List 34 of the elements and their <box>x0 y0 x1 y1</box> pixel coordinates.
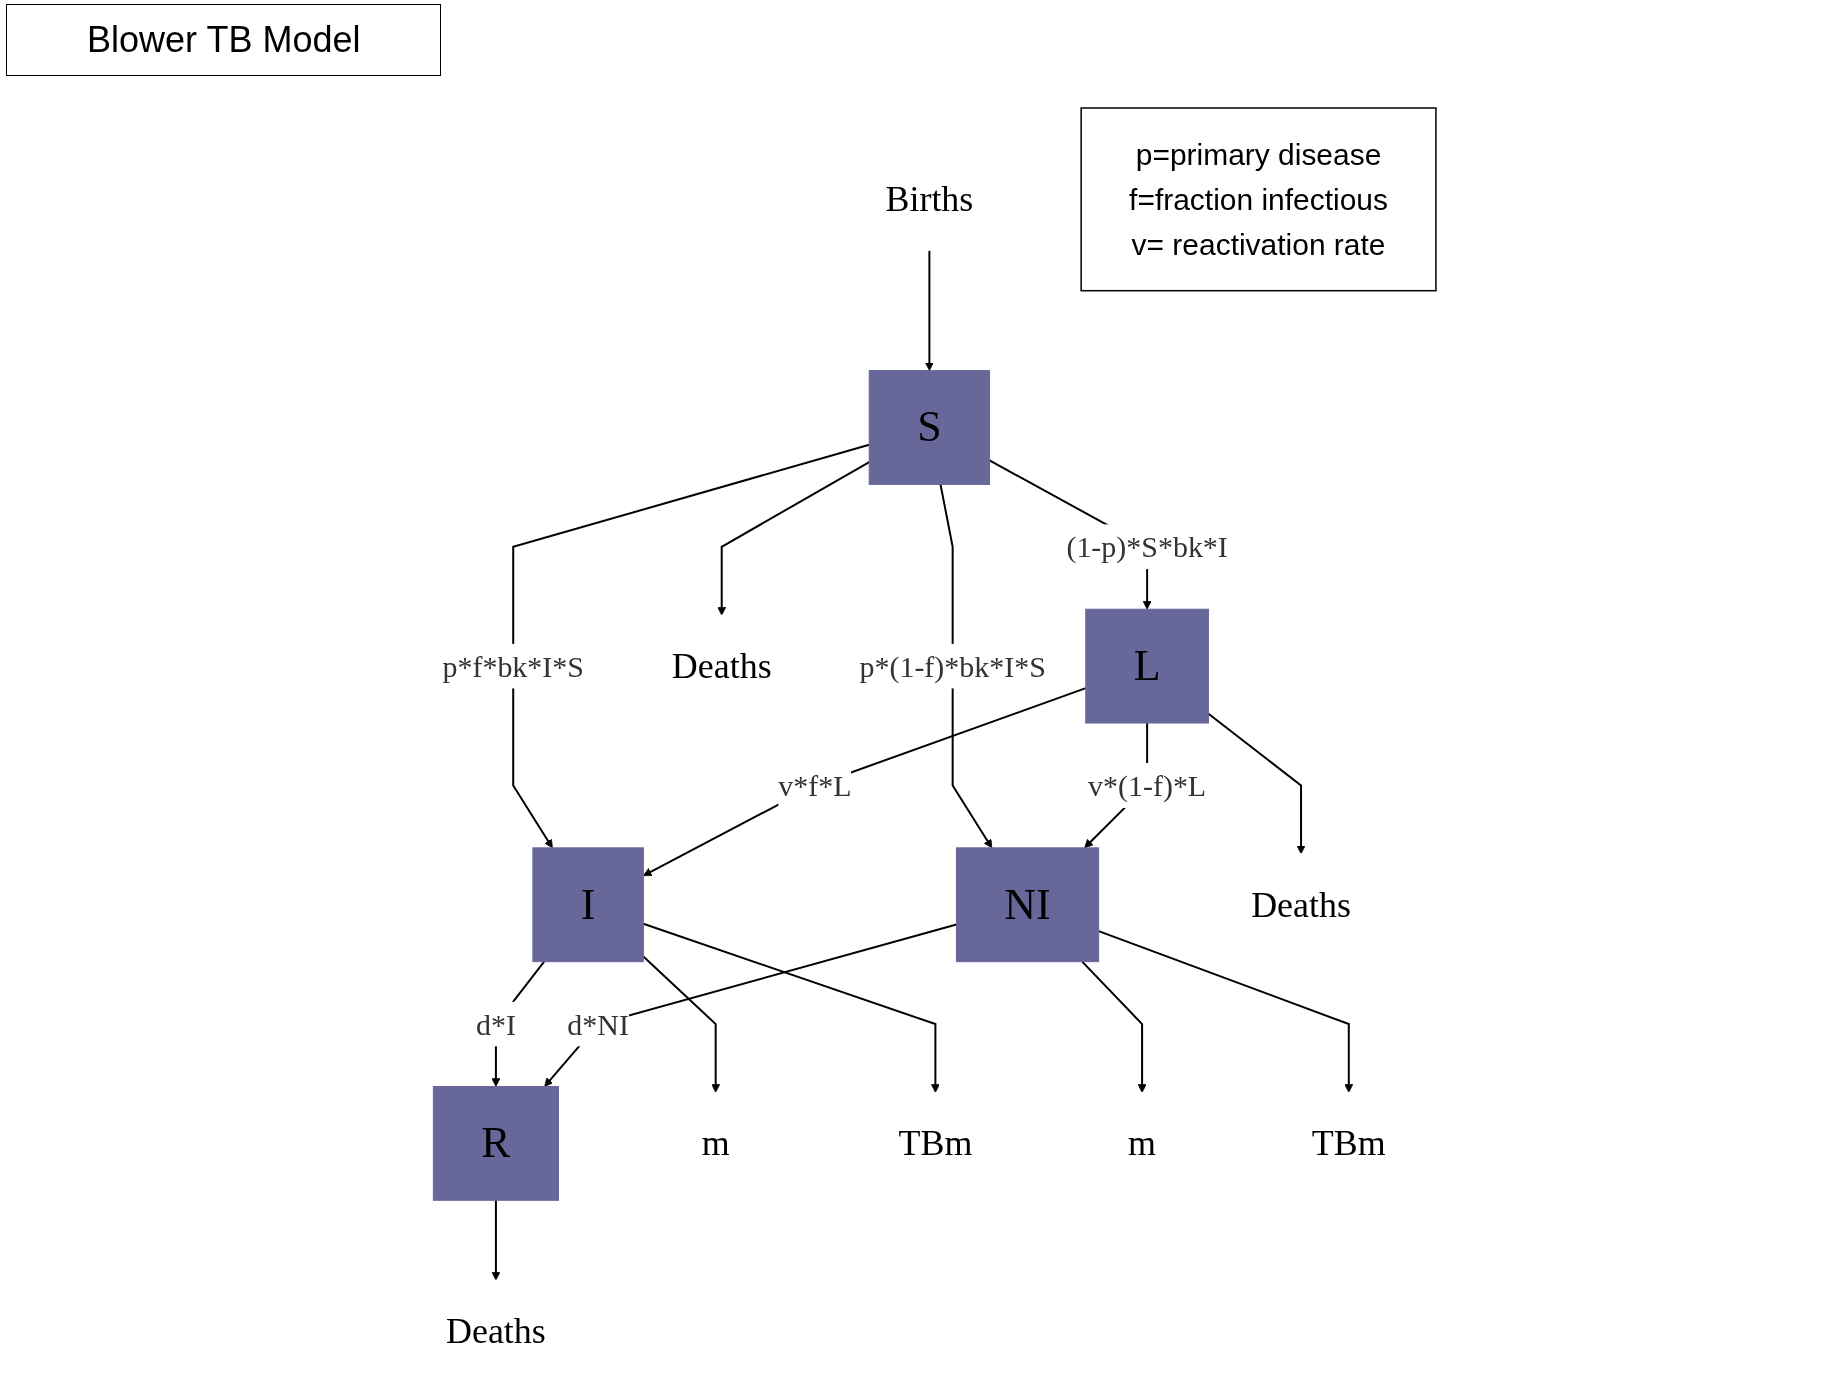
node-text: Deaths <box>1251 884 1351 925</box>
edge-label: p*f*bk*I*S <box>442 649 584 683</box>
node-box: NI <box>955 847 1100 963</box>
edge-label: d*I <box>475 1007 516 1041</box>
arrow <box>512 443 871 849</box>
arrow <box>642 955 721 1093</box>
node-box: p=primary disease f=fraction infectious v= reactivation rate <box>1080 107 1437 292</box>
node-text: Deaths <box>446 1311 546 1352</box>
node-box: R <box>432 1085 559 1201</box>
node-box: I <box>532 847 644 963</box>
arrow <box>717 461 871 616</box>
title-box: Blower TB Model <box>6 4 442 76</box>
arrow <box>642 922 940 1093</box>
node-box: L <box>1085 608 1209 724</box>
arrow <box>642 687 1087 877</box>
arrow <box>939 483 993 849</box>
node-box: S <box>868 370 991 485</box>
node-text: m <box>701 1123 730 1164</box>
node-text: Births <box>885 179 974 220</box>
node-text: Deaths <box>671 646 772 687</box>
arrow <box>544 923 958 1087</box>
arrow <box>925 249 934 371</box>
arrow <box>1097 930 1354 1093</box>
edge-label: d*NI <box>567 1007 629 1041</box>
arrow <box>491 1199 501 1281</box>
edge-label: p*(1-f)*bk*I*S <box>859 649 1046 683</box>
arrow <box>1207 712 1306 855</box>
arrow <box>1081 960 1147 1093</box>
node-text: m <box>1128 1123 1157 1164</box>
node-text: TBm <box>1311 1123 1386 1164</box>
edge-label: (1-p)*S*bk*I <box>1066 530 1228 564</box>
edge-label: v*(1-f)*L <box>1088 768 1207 802</box>
node-text: TBm <box>898 1123 973 1164</box>
edge-label: v*f*L <box>778 768 852 802</box>
